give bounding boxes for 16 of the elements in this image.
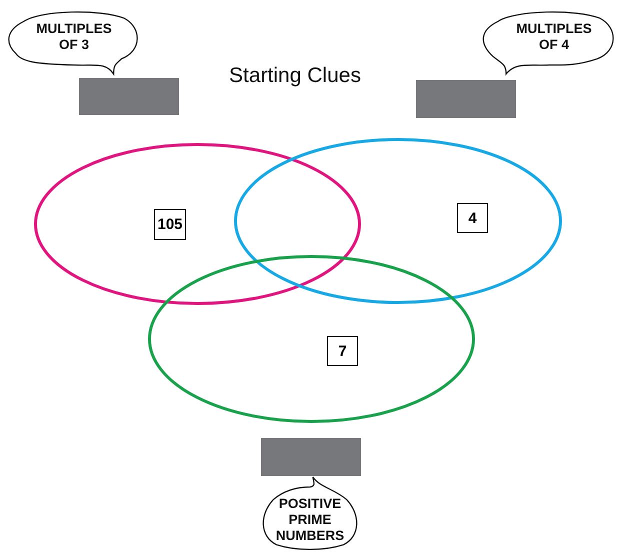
number-box: 7 (327, 336, 358, 366)
speech-bubble (8, 12, 140, 74)
speech-bubble (260, 477, 360, 551)
venn-ellipse (148, 255, 475, 423)
bubble-text: MULTIPLES OF 3 (35, 20, 113, 54)
venn-ellipse (34, 143, 361, 305)
number-box: 4 (457, 203, 488, 233)
label-placeholder-bar (261, 438, 361, 476)
bubble-text: MULTIPLES OF 4 (515, 20, 593, 54)
bubble-text: POSITIVE PRIME NUMBERS (274, 495, 346, 545)
speech-bubble (482, 12, 616, 74)
label-placeholder-bar (416, 80, 516, 118)
number-box: 105 (154, 209, 186, 240)
label-placeholder-bar (79, 78, 179, 115)
title: Starting Clues (228, 64, 362, 88)
venn-ellipse (234, 138, 562, 304)
